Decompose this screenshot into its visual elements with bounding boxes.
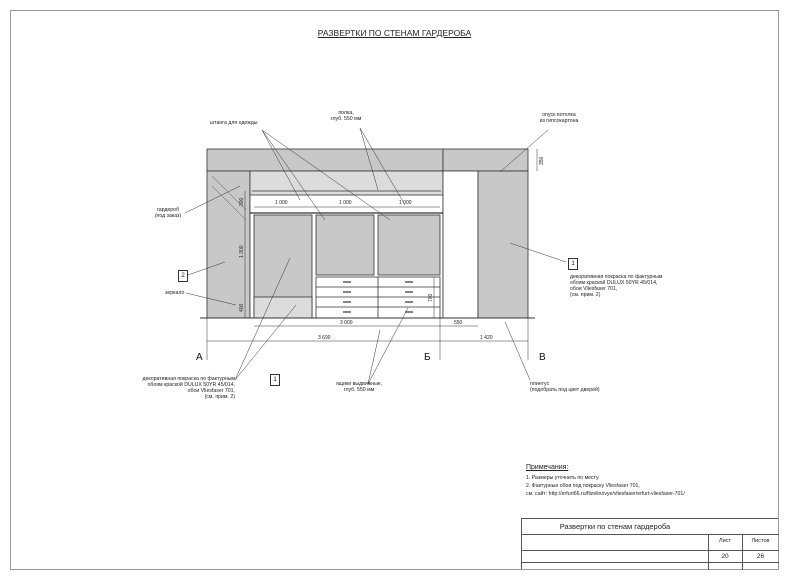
sheet-label: Лист (719, 538, 731, 544)
label-paint-left: декоративная покраска по фактурным обоям… (142, 376, 235, 400)
note-item-3: см. сайт: http://erfurt66.ru/flizelinovy… (526, 491, 685, 497)
callout-tag-1-right: 1 (568, 258, 578, 270)
note-item-1: 1. Размеры уточнить по месту. (526, 475, 600, 481)
dim-1000-2: 1 000 (339, 200, 352, 206)
vdim-300: 300 (239, 197, 245, 206)
sheets-label: Листов (751, 538, 770, 544)
dim-1420: 1 420 (480, 335, 493, 341)
label-yashchiki: ящики выдвижные, глуб. 550 мм (336, 381, 383, 393)
note-item-2: 2. Фактурные обои под покраску Vliesfase… (526, 483, 640, 489)
axis-label-b: Б (424, 352, 431, 363)
dim-1000-3: 1 000 (399, 200, 412, 206)
vdim-350: 350 (539, 156, 545, 165)
vdim-400: 400 (239, 303, 245, 312)
label-zerkalo: зеркало (165, 290, 185, 296)
dim-1000-1: 1 000 (275, 200, 288, 206)
callout-tag-2: 2 (178, 270, 188, 282)
label-plintus: плинтус (подобрать под цвет дверей) (530, 381, 600, 393)
top-soffit-left (206, 148, 444, 172)
vdim-700: 700 (428, 293, 434, 302)
drawing-sheet-border (10, 10, 779, 570)
sheets-total: 26 (756, 553, 765, 560)
hanging-panel-2 (315, 214, 375, 276)
top-soffit-right (442, 148, 529, 172)
dim-3000: 3 000 (340, 320, 353, 326)
axis-label-v: В (539, 352, 546, 363)
drawing-title: РАЗВЕРТКИ ПО СТЕНАМ ГАРДЕРОБА (317, 28, 472, 38)
vdim-1300: 1 300 (239, 245, 245, 258)
label-polka: полка, глуб. 550 мм (330, 110, 362, 122)
label-paint-right: декоративная покраска по фактурным обоям… (570, 274, 663, 298)
dim-550: 550 (454, 320, 463, 326)
title-block: Развертки по стенам гардероба Лист Листо… (521, 518, 779, 570)
hanging-panel-3 (377, 214, 441, 276)
sheet-number: 20 (721, 553, 729, 560)
door-opening (442, 170, 479, 319)
label-garderob: гардероб (под заказ) (154, 207, 182, 219)
lower-box (253, 296, 313, 319)
label-opusk: опуск потолка из гипсокартона (539, 112, 579, 124)
title-block-divider (708, 534, 709, 570)
title-block-name: Развертки по стенам гардероба (559, 522, 671, 531)
axis-label-a: А (196, 352, 203, 363)
right-wall-panel (477, 170, 529, 319)
dim-3690: 3 690 (318, 335, 331, 341)
title-block-divider (522, 550, 779, 551)
title-block-divider (742, 534, 743, 570)
title-block-divider (522, 534, 779, 535)
title-block-divider (522, 562, 779, 563)
notes-title: Примечания: (526, 464, 569, 471)
label-shtanga: штанга для одежды (210, 120, 258, 126)
callout-tag-1-left: 1 (270, 374, 280, 386)
